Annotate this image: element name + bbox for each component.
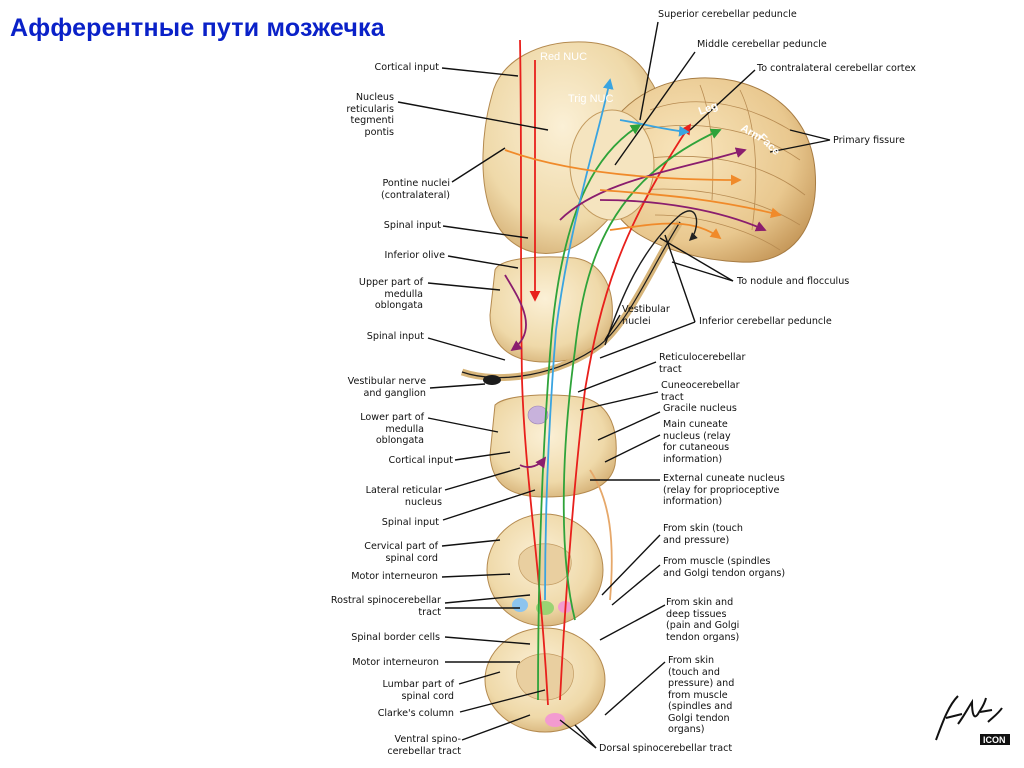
- label-superior-cerebellar-peduncle: Superior cerebellar peduncle: [658, 9, 797, 20]
- purple-tract: [504, 274, 527, 352]
- trig-nuc-text: Trig NUC: [568, 93, 613, 105]
- leader-lines-left: [397, 67, 549, 741]
- label-rostral-spinocerebellar: Rostral spinocerebellar tract: [330, 595, 441, 618]
- label-external-cuneate-nucleus: External cuneate nucleus (relay for prop…: [663, 473, 785, 507]
- label-pontine-nuclei: Pontine nuclei (contralateral): [381, 178, 450, 201]
- label-cortical-input-1: Cortical input: [374, 62, 440, 73]
- label-spinal-input-1: Spinal input: [383, 220, 441, 231]
- label-gracile-nucleus: Gracile nucleus: [663, 403, 737, 414]
- label-cortical-input-2: Cortical input: [388, 455, 454, 466]
- netter-signature-logo: ICON: [935, 695, 1010, 745]
- label-ventral-spinocerebellar: Ventral spino- cerebellar tract: [387, 734, 461, 757]
- cerebellum: [598, 77, 817, 263]
- label-lateral-reticular: Lateral reticular nucleus: [365, 485, 442, 508]
- lower-medulla: [489, 394, 617, 498]
- label-spinal-input-3: Spinal input: [381, 517, 439, 528]
- label-spinal-border-cells: Spinal border cells: [351, 632, 440, 643]
- label-cervical-cord: Cervical part of spinal cord: [364, 541, 438, 564]
- label-inferior-cerebellar-peduncle: Inferior cerebellar peduncle: [699, 316, 832, 327]
- label-from-skin-touch-muscle: From skin (touch and pressure) and from …: [668, 655, 735, 735]
- label-vestibular-nerve: Vestibular nerve and ganglion: [347, 376, 426, 399]
- label-to-nodule-flocculus: To nodule and flocculus: [737, 276, 850, 287]
- label-spinal-input-2: Spinal input: [366, 331, 424, 342]
- svg-text:ICON: ICON: [983, 735, 1006, 745]
- label-from-skin-deep: From skin and deep tissues (pain and Gol…: [666, 597, 740, 643]
- label-dorsal-spinocerebellar: Dorsal spinocerebellar tract: [599, 743, 733, 754]
- label-vestibular-nuclei: Vestibular nuclei: [622, 304, 670, 327]
- label-motor-interneuron-1: Motor interneuron: [351, 571, 438, 582]
- label-from-skin-touch: From skin (touch and pressure): [663, 523, 743, 546]
- label-lower-medulla: Lower part of medulla oblongata: [360, 412, 424, 446]
- label-nucleus-reticularis: Nucleus reticularis tegmenti pontis: [346, 92, 394, 138]
- label-inferior-olive: Inferior olive: [384, 250, 445, 261]
- grey-matter: [516, 543, 574, 701]
- label-cuneocerebellar-tract: Cuneocerebellar tract: [661, 380, 740, 403]
- label-primary-fissure: Primary fissure: [833, 135, 905, 146]
- red-nuc-text: Red NUC: [540, 51, 587, 63]
- label-main-cuneate-nucleus: Main cuneate nucleus (relay for cutaneou…: [663, 419, 731, 465]
- green-tract: [537, 124, 642, 701]
- orange-tract: [504, 149, 742, 186]
- label-to-contralateral-cortex: To contralateral cerebellar cortex: [757, 63, 916, 74]
- label-motor-interneuron-2: Motor interneuron: [352, 657, 439, 668]
- page-title: Афферентные пути мозжечка: [10, 14, 385, 42]
- blue-tract: [544, 78, 614, 601]
- label-upper-medulla: Upper part of medulla oblongata: [358, 277, 423, 311]
- label-lumbar-cord: Lumbar part of spinal cord: [382, 679, 454, 702]
- label-reticulocerebellar-tract: Reticulocerebellar tract: [659, 352, 746, 375]
- label-from-muscle: From muscle (spindles and Golgi tendon o…: [663, 556, 786, 579]
- label-clarkes-column: Clarke's column: [377, 708, 454, 719]
- label-middle-cerebellar-peduncle: Middle cerebellar peduncle: [697, 39, 827, 50]
- leader-lines-right: [559, 21, 831, 749]
